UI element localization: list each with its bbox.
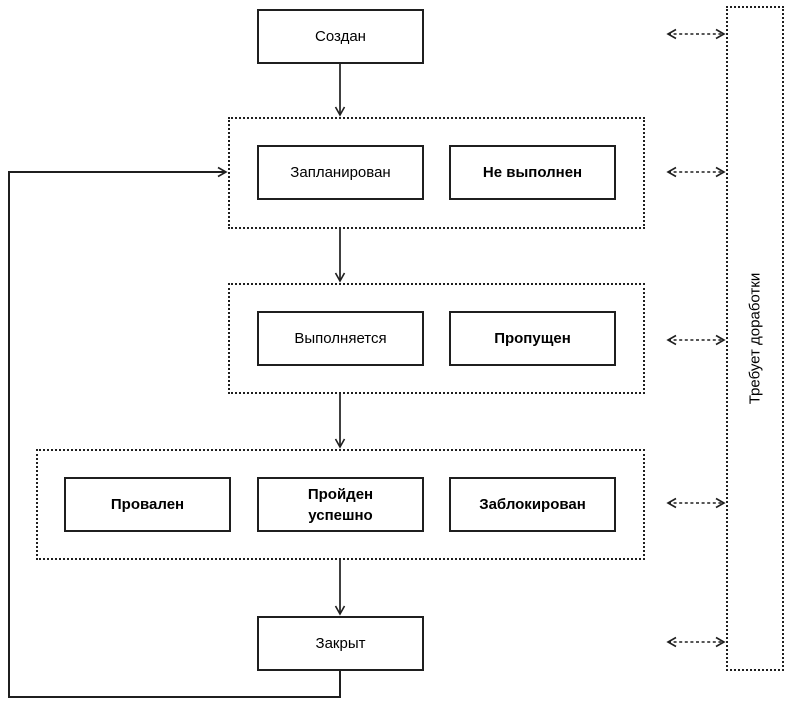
state-box-skipped: Пропущен — [449, 311, 616, 366]
arrow-closed-to-planned-feedback — [8, 166, 341, 698]
group-executing-states — [228, 283, 645, 394]
state-box-rework: Требует доработки — [726, 6, 784, 671]
state-label-passed: Пройден успешно — [307, 485, 374, 524]
state-label-rework: Требует доработки — [746, 272, 764, 405]
state-label-failed: Провален — [110, 496, 185, 513]
state-label-in-progress: Выполняется — [294, 330, 387, 347]
state-label-skipped: Пропущен — [494, 330, 571, 347]
state-box-planned: Запланирован — [257, 145, 424, 200]
group-planned-states — [228, 117, 645, 229]
state-box-created: Создан — [257, 9, 424, 64]
state-label-blocked: Заблокирован — [479, 496, 586, 513]
state-box-blocked: Заблокирован — [449, 477, 616, 532]
state-box-not-executed: Не выполнен — [449, 145, 616, 200]
state-box-in-progress: Выполняется — [257, 311, 424, 366]
state-label-planned: Запланирован — [290, 164, 391, 181]
state-box-failed: Провален — [64, 477, 231, 532]
state-box-passed: Пройден успешно — [257, 477, 424, 532]
state-label-closed: Закрыт — [315, 635, 366, 652]
state-label-created: Создан — [315, 28, 366, 45]
state-box-closed: Закрыт — [257, 616, 424, 671]
state-label-not-executed: Не выполнен — [482, 164, 583, 181]
group-result-states — [36, 449, 645, 560]
